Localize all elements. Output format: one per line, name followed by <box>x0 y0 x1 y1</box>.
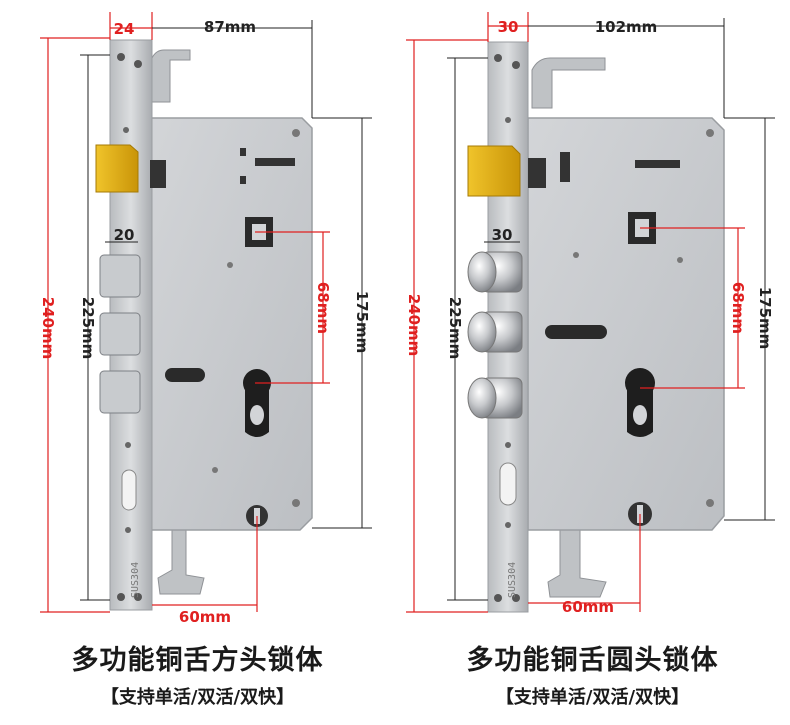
screw-hole <box>505 522 511 528</box>
bottom-bracket <box>547 529 607 598</box>
case-screw <box>212 467 218 473</box>
case-screw <box>706 499 714 507</box>
deadbolt <box>99 254 141 298</box>
material-stamp: SUS304 <box>130 562 141 598</box>
screw-hole <box>125 527 131 533</box>
case-screw <box>677 257 683 263</box>
right-red-dim-lines <box>406 12 745 613</box>
lock-case <box>149 117 313 531</box>
bottom-offset-label: 60mm <box>562 598 614 616</box>
screw-hole <box>134 593 142 601</box>
screw-hole <box>117 53 125 61</box>
screw-hole <box>134 60 142 68</box>
case-height-label: 175mm <box>353 291 371 354</box>
top-depth-label: 87mm <box>204 18 256 36</box>
left-caption: 多功能铜舌方头锁体 【支持单活/双活/双快】 <box>0 644 395 712</box>
left-black-dim-lines <box>80 20 372 601</box>
inner-height-label: 225mm <box>446 297 464 360</box>
right-lock: SUS304 <box>405 12 775 616</box>
bottom-bracket <box>157 524 205 595</box>
left-red-dim-lines <box>40 12 330 613</box>
screw-hole <box>512 594 520 602</box>
case-screw <box>573 252 579 258</box>
case-slot <box>165 368 205 382</box>
cylinder-insert <box>633 405 647 425</box>
total-height-label: 240mm <box>405 294 423 357</box>
top-bracket <box>531 57 606 109</box>
deadbolt <box>467 377 497 419</box>
latch-slot <box>528 158 546 188</box>
case-slot <box>560 152 570 182</box>
left-lock: SUS304 <box>39 12 372 626</box>
slot <box>499 462 517 506</box>
case-height-label: 175mm <box>756 287 774 350</box>
deadbolt <box>99 370 141 414</box>
top-bracket <box>151 49 191 103</box>
right-subtitle: 【支持单活/双活/双快】 <box>495 687 690 708</box>
bottom-offset-label: 60mm <box>179 608 231 626</box>
case-slot <box>240 176 246 184</box>
deadbolt <box>99 312 141 356</box>
latch-bolt <box>467 145 521 197</box>
case-screw <box>292 499 300 507</box>
bolt-width-label: 30 <box>492 226 513 244</box>
inner-height-label: 225mm <box>79 297 97 360</box>
case-slot <box>255 158 295 166</box>
screw-hole <box>505 117 511 123</box>
screw-hole <box>494 594 502 602</box>
screw-hole <box>117 593 125 601</box>
spindle-cylinder-label: 68mm <box>729 282 747 334</box>
top-width-label: 30 <box>498 18 519 36</box>
slot <box>121 469 137 511</box>
screw-hole <box>512 61 520 69</box>
bolt-width-label: 20 <box>114 226 135 244</box>
deadbolt <box>467 251 497 293</box>
total-height-label: 240mm <box>39 297 57 360</box>
left-subtitle: 【支持单活/双活/双快】 <box>100 687 295 708</box>
lock-case <box>527 117 725 531</box>
top-width-label: 24 <box>114 20 135 38</box>
right-black-dim-lines <box>447 18 775 601</box>
screw-hole <box>125 442 131 448</box>
case-screw <box>227 262 233 268</box>
case-screw <box>292 129 300 137</box>
top-depth-label: 102mm <box>595 18 658 36</box>
deadbolt <box>467 311 497 353</box>
latch-bolt <box>95 144 139 193</box>
screw-hole <box>505 442 511 448</box>
screw-hole <box>123 127 129 133</box>
right-caption: 多功能铜舌圆头锁体 【支持单活/双活/双快】 <box>395 644 790 712</box>
case-screw <box>706 129 714 137</box>
spindle-cylinder-label: 68mm <box>314 282 332 334</box>
left-title: 多功能铜舌方头锁体 <box>71 645 324 676</box>
material-stamp: SUS304 <box>507 562 518 598</box>
latch-slot <box>150 160 166 188</box>
screw-hole <box>494 54 502 62</box>
case-slot <box>635 160 680 168</box>
case-slot <box>545 325 607 339</box>
right-title: 多功能铜舌圆头锁体 <box>466 645 719 676</box>
case-slot <box>240 148 246 156</box>
cylinder-insert <box>250 405 264 425</box>
